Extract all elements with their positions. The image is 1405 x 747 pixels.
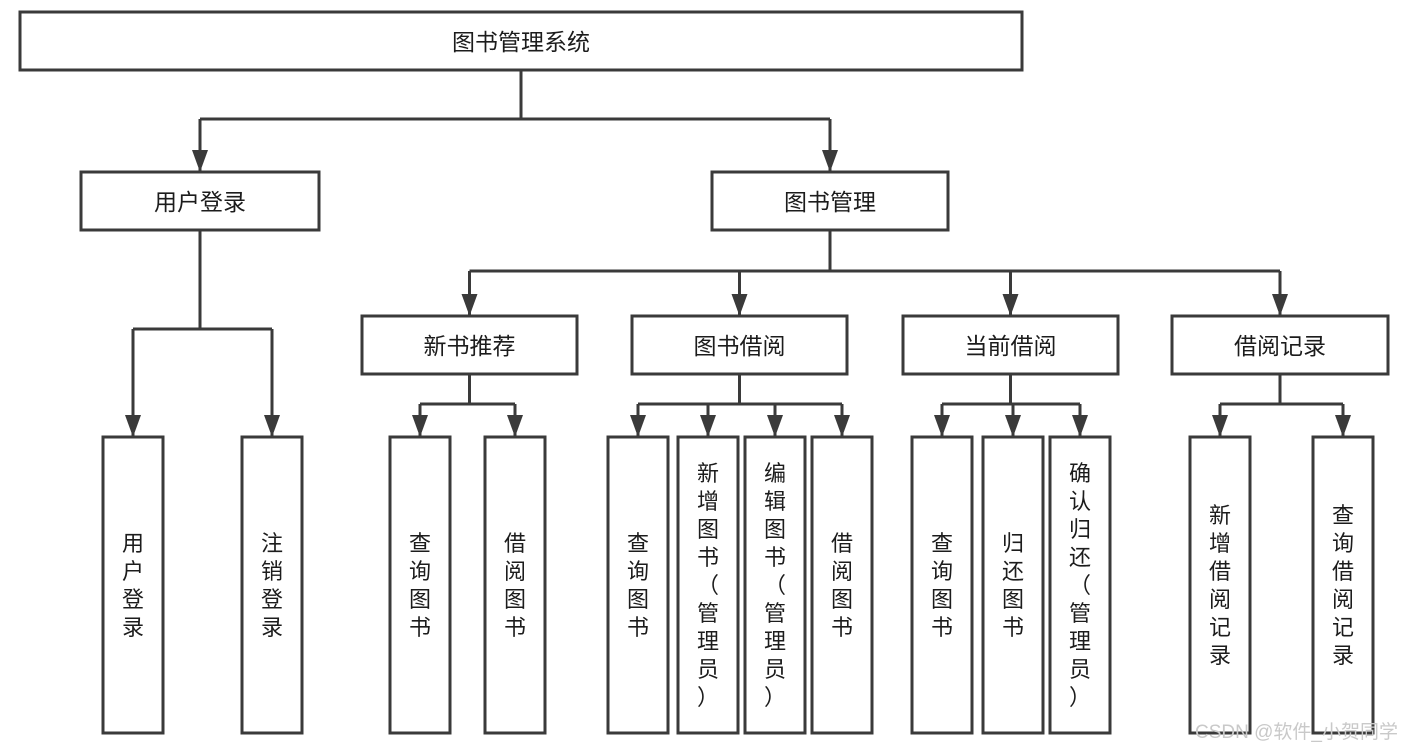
node-user-login-action[interactable]: 用户登录 — [101, 435, 165, 735]
node-current-return-book[interactable]: 归还图书 — [981, 435, 1045, 735]
node-box — [630, 314, 849, 376]
node-box — [981, 435, 1045, 735]
node-borrow-edit-book[interactable]: 编辑图书（管理员） — [743, 435, 807, 735]
node-label: 查询图书 — [409, 531, 431, 640]
node-new-book-recommend[interactable]: 新书推荐 — [360, 314, 579, 376]
arrow-head-icon — [934, 415, 950, 437]
arrow-head-icon — [700, 415, 716, 437]
node-current-query-book[interactable]: 查询图书 — [910, 435, 974, 735]
node-box — [483, 435, 547, 735]
node-box — [901, 314, 1120, 376]
node-label: 查询图书 — [627, 531, 649, 640]
arrow-head-icon — [1072, 415, 1088, 437]
node-borrow-borrow-book[interactable]: 借阅图书 — [810, 435, 874, 735]
node-label: 归还图书 — [1002, 531, 1024, 640]
arrow-head-icon — [264, 415, 280, 437]
node-label: 用户登录 — [154, 189, 246, 215]
arrow-head-icon — [767, 415, 783, 437]
node-label: 新增图书（管理员） — [697, 461, 719, 710]
node-label: 新书推荐 — [424, 333, 516, 359]
arrow-head-icon — [507, 415, 523, 437]
node-book-borrow[interactable]: 图书借阅 — [630, 314, 849, 376]
node-recommend-query-book[interactable]: 查询图书 — [388, 435, 452, 735]
node-label: 借阅记录 — [1234, 333, 1326, 359]
node-box — [743, 435, 807, 735]
arrow-head-icon — [412, 415, 428, 437]
node-box — [810, 435, 874, 735]
arrow-head-icon — [192, 150, 208, 172]
arrow-head-icon — [630, 415, 646, 437]
node-book-manage[interactable]: 图书管理 — [710, 170, 950, 232]
arrow-head-icon — [1005, 415, 1021, 437]
node-current-confirm-return[interactable]: 确认归还（管理员） — [1048, 435, 1112, 735]
node-borrow-add-book[interactable]: 新增图书（管理员） — [676, 435, 740, 735]
node-label: 当前借阅 — [965, 333, 1057, 359]
node-current-borrow[interactable]: 当前借阅 — [901, 314, 1120, 376]
node-box — [710, 170, 950, 232]
nodes-layer: 图书管理系统用户登录用户登录注销登录图书管理新书推荐查询图书借阅图书图书借阅查询… — [18, 10, 1390, 735]
node-user-logout-action[interactable]: 注销登录 — [240, 435, 304, 735]
node-label: 新增借阅记录 — [1209, 503, 1231, 668]
arrow-head-icon — [1002, 294, 1019, 316]
node-box — [606, 435, 670, 735]
node-borrow-record[interactable]: 借阅记录 — [1170, 314, 1390, 376]
arrow-head-icon — [1212, 415, 1228, 437]
node-label: 图书借阅 — [694, 333, 786, 359]
node-root[interactable]: 图书管理系统 — [18, 10, 1024, 72]
node-box — [240, 435, 304, 735]
node-label: 借阅图书 — [831, 531, 853, 640]
node-box — [360, 314, 579, 376]
node-label: 确认归还（管理员） — [1069, 461, 1091, 710]
node-box — [388, 435, 452, 735]
node-box — [1188, 435, 1252, 735]
node-label: 图书管理系统 — [452, 29, 590, 55]
arrow-head-icon — [461, 294, 478, 316]
node-box — [1311, 435, 1375, 735]
node-label: 注销登录 — [261, 531, 283, 640]
node-box — [676, 435, 740, 735]
node-box — [1048, 435, 1112, 735]
arrow-head-icon — [125, 415, 141, 437]
node-box — [101, 435, 165, 735]
csdn-watermark: CSDN @软件_小贺同学 — [1195, 721, 1398, 743]
arrow-head-icon — [834, 415, 850, 437]
node-box — [79, 170, 321, 232]
node-box — [910, 435, 974, 735]
node-box — [1170, 314, 1390, 376]
node-record-query[interactable]: 查询借阅记录 — [1311, 435, 1375, 735]
arrow-head-icon — [822, 150, 838, 172]
node-record-add[interactable]: 新增借阅记录 — [1188, 435, 1252, 735]
node-box — [18, 10, 1024, 72]
node-label: 用户登录 — [122, 531, 144, 640]
arrow-head-icon — [731, 294, 748, 316]
connectors-layer — [125, 70, 1351, 437]
node-label: 借阅图书 — [504, 531, 526, 640]
node-label: 图书管理 — [784, 189, 876, 215]
node-label: 编辑图书（管理员） — [764, 461, 786, 710]
arrow-head-icon — [1272, 294, 1288, 316]
arrow-head-icon — [1335, 415, 1351, 437]
node-recommend-borrow-book[interactable]: 借阅图书 — [483, 435, 547, 735]
node-user-login[interactable]: 用户登录 — [79, 170, 321, 232]
node-label: 查询借阅记录 — [1332, 503, 1354, 668]
node-label: 查询图书 — [931, 531, 953, 640]
node-borrow-query-book[interactable]: 查询图书 — [606, 435, 670, 735]
